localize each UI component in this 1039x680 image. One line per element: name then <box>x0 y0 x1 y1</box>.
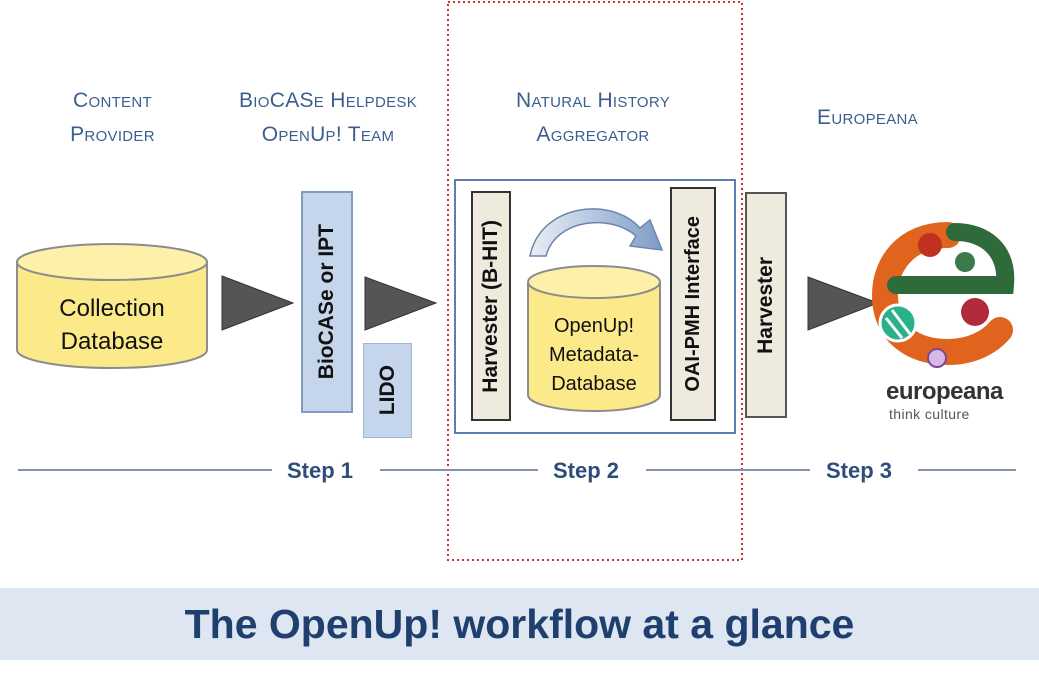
step-2-label: Step 2 <box>553 458 620 483</box>
aggregator-title-line2: Aggregator <box>536 123 650 146</box>
lido-box: LIDO <box>363 343 412 438</box>
oai-pmh-box: OAI-PMH Interface <box>670 187 716 421</box>
caption: The OpenUp! workflow at a glance <box>184 601 855 647</box>
helpdesk-title: BioCASe Helpdesk OpenUp! Team <box>212 84 444 152</box>
europeana-logo <box>871 222 1015 368</box>
arrow-2 <box>364 276 438 331</box>
harvester-bhit-label: Harvester (B-HIT) <box>479 219 502 393</box>
content-provider-title-line2: Provider <box>70 123 155 146</box>
openup-database-label-line1: OpenUp! <box>553 315 635 337</box>
step-1-label: Step 1 <box>287 458 354 483</box>
biocase-ipt-label: BioCASe or IPT <box>315 224 338 380</box>
aggregator-title-line1: Natural History <box>515 89 671 112</box>
aggregator-title: Natural History Aggregator <box>478 84 708 152</box>
harvester-label: Harvester <box>754 256 777 354</box>
openup-database-label-line3: Database <box>551 373 637 395</box>
step-3-label: Step 3 <box>826 458 893 483</box>
helpdesk-title-line1: BioCASe Helpdesk <box>238 89 418 112</box>
biocase-ipt-box: BioCASe or IPT <box>301 191 353 413</box>
openup-database-label: OpenUp! Metadata- Database <box>528 312 660 399</box>
caption-bar <box>0 588 1039 660</box>
europeana-logo-tagline: think culture <box>889 406 970 422</box>
harvester-bhit-box: Harvester (B-HIT) <box>471 191 511 421</box>
curved-arrow <box>529 208 664 257</box>
lido-label: LIDO <box>375 365 399 416</box>
openup-database-cylinder <box>527 265 661 412</box>
content-provider-title: Content Provider <box>40 84 185 152</box>
oai-pmh-label: OAI-PMH Interface <box>681 216 704 392</box>
step2-highlight-frame <box>447 1 743 561</box>
content-provider-title-line1: Content <box>73 89 152 112</box>
collection-database-label-line1: Collection <box>59 295 165 322</box>
europeana-title-line1: Europeana <box>817 106 918 129</box>
europeana-title: Europeana <box>780 101 955 135</box>
collection-database-cylinder <box>16 243 208 369</box>
openup-database-label-line2: Metadata- <box>548 344 640 366</box>
harvester-box: Harvester <box>745 192 787 418</box>
arrow-1 <box>221 275 295 331</box>
arrow-3 <box>807 276 880 331</box>
collection-database-label-line2: Database <box>60 328 164 355</box>
europeana-logo-name: europeana <box>886 378 1003 405</box>
collection-database-label: Collection Database <box>17 292 207 358</box>
helpdesk-title-line2: OpenUp! Team <box>261 123 395 146</box>
